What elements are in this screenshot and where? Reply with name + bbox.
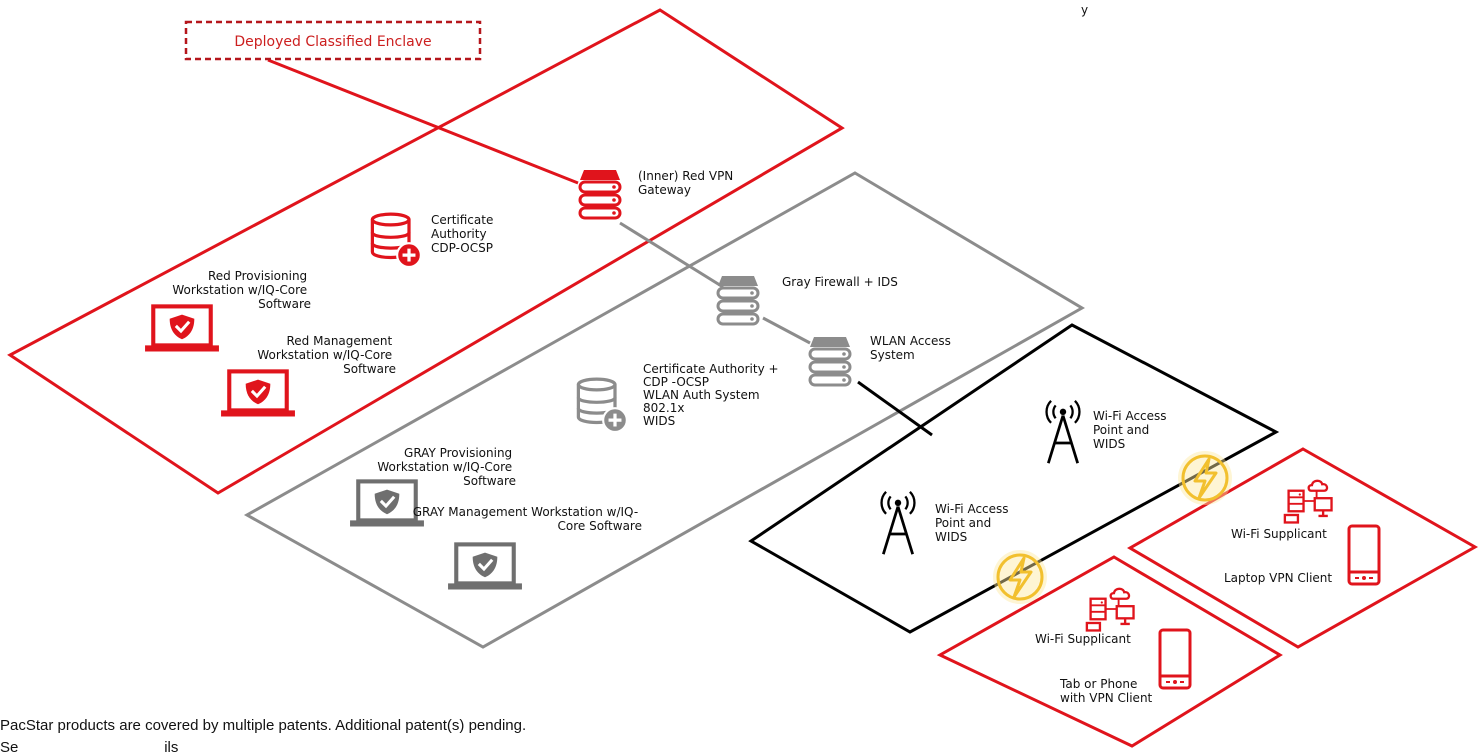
wifi-access-point-1: Wi-Fi Access Point and WIDS	[1045, 399, 1170, 465]
footnote-partial: Se ils	[0, 739, 178, 752]
red-provisioning-workstation: Red Provisioning Workstation w/IQ-Core S…	[145, 269, 311, 352]
gray-provisioning-workstation: GRAY Provisioning Workstation w/IQ-Core …	[350, 446, 516, 527]
laptop-shield-icon	[221, 371, 295, 416]
enclave-callout-box	[184, 20, 482, 61]
gray-provisioning-workstation-label: GRAY Provisioning Workstation w/IQ-Core …	[377, 446, 516, 488]
gray-management-workstation: GRAY Management Workstation w/IQ- Core S…	[413, 505, 642, 590]
wifi-access-point-1-label: Wi-Fi Access Point and WIDS	[1093, 409, 1170, 451]
wifi-supplicant-tablet-label: Wi-Fi Supplicant	[1035, 632, 1131, 646]
laptop-shield-icon	[350, 481, 424, 526]
tablet-icon	[1347, 524, 1381, 586]
red-provisioning-workstation-label: Red Provisioning Workstation w/IQ-Core S…	[172, 269, 311, 311]
laptop-client-zone-boundary	[1127, 447, 1479, 649]
antenna-tower-icon	[1045, 399, 1081, 465]
laptop-shield-icon	[145, 306, 219, 351]
red-vpn-gateway-label: (Inner) Red VPN Gateway	[638, 169, 737, 197]
gray-network-boundary	[243, 171, 1085, 649]
gray-management-workstation-label: GRAY Management Workstation w/IQ- Core S…	[413, 505, 642, 533]
tab-phone-vpn-client: Tab or Phone with VPN Client	[1059, 628, 1192, 705]
gray-certificate-authority: Certificate Authority + CDP -OCSP WLAN A…	[576, 362, 782, 433]
antenna-tower-icon	[880, 490, 916, 556]
top-right-partial-text: y	[1081, 3, 1088, 17]
link-wlan-system-to-wifi-zone	[857, 380, 933, 437]
callout-leader-line	[267, 58, 579, 185]
database-plus-icon	[370, 212, 423, 268]
red-management-workstation: Red Management Workstation w/IQ-Core Sof…	[221, 334, 396, 417]
gray-certificate-authority-label: Certificate Authority + CDP -OCSP WLAN A…	[643, 362, 782, 428]
database-plus-icon	[576, 377, 629, 433]
server-icon	[808, 335, 852, 387]
link-red-gateway-to-firewall	[619, 221, 724, 289]
wifi-access-point-2: Wi-Fi Access Point and WIDS	[880, 490, 1012, 556]
tab-phone-vpn-client-label: Tab or Phone with VPN Client	[1059, 677, 1153, 705]
wlan-access-system: WLAN Access System	[808, 334, 955, 387]
red-enclave-boundary	[7, 8, 845, 495]
laptop-shield-icon	[448, 544, 522, 589]
wifi-zone-boundary	[748, 323, 1280, 634]
red-management-workstation-label: Red Management Workstation w/IQ-Core Sof…	[257, 334, 396, 376]
wlan-access-system-label: WLAN Access System	[870, 334, 955, 362]
red-certificate-authority: Certificate Authority CDP-OCSP	[370, 212, 497, 268]
wifi-access-point-2-label: Wi-Fi Access Point and WIDS	[935, 502, 1012, 544]
tablet-icon	[1158, 628, 1192, 690]
link-firewall-to-wlan-system	[762, 316, 811, 345]
server-icon	[716, 274, 760, 326]
laptop-vpn-client: Laptop VPN Client	[1224, 524, 1381, 586]
gray-firewall-ids-label: Gray Firewall + IDS	[782, 275, 898, 289]
enclave-callout: Deployed Classified Enclave	[184, 20, 482, 61]
wifi-supplicant-tablet: Wi-Fi Supplicant	[1035, 587, 1135, 646]
tablet-client-zone-boundary	[936, 555, 1283, 748]
lightning-icon	[1176, 449, 1234, 507]
wifi-supplicant-laptop-label: Wi-Fi Supplicant	[1231, 527, 1327, 541]
server-icon	[578, 168, 622, 220]
red-certificate-authority-label: Certificate Authority CDP-OCSP	[431, 213, 497, 255]
red-vpn-gateway: (Inner) Red VPN Gateway	[578, 168, 737, 220]
gray-firewall-ids: Gray Firewall + IDS	[716, 274, 898, 326]
enclave-callout-label: Deployed Classified Enclave	[234, 34, 431, 50]
laptop-vpn-client-label: Laptop VPN Client	[1224, 571, 1332, 585]
network-devices-icon	[1283, 479, 1333, 524]
wifi-supplicant-laptop: Wi-Fi Supplicant	[1231, 479, 1333, 541]
patent-footnote: PacStar products are covered by multiple…	[0, 717, 526, 734]
lightning-icon	[991, 548, 1049, 606]
network-devices-icon	[1085, 587, 1135, 632]
